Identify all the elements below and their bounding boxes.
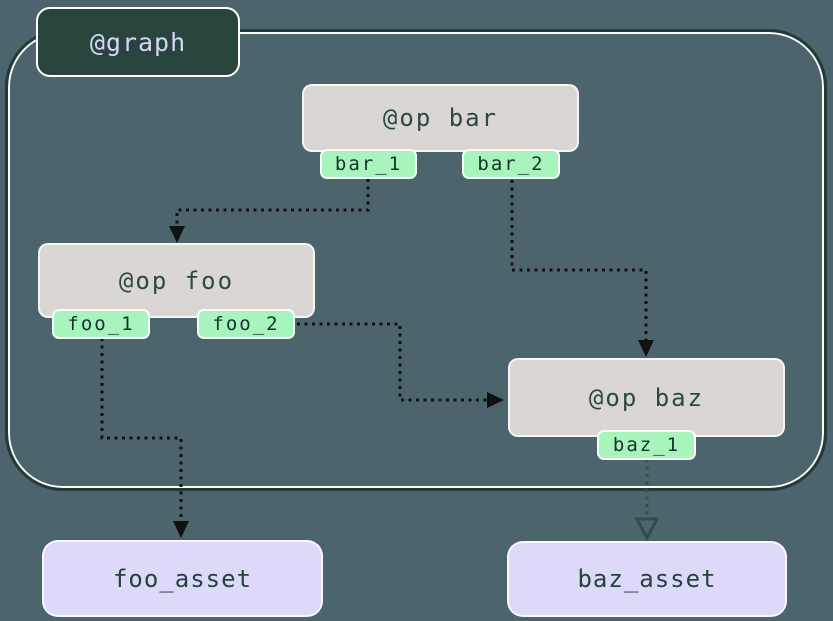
op-bar-label: @op bar <box>382 104 499 132</box>
output-tag-foo-1-label: foo_1 <box>67 313 135 335</box>
op-baz-label: @op baz <box>588 383 705 412</box>
op-node-bar: @op bar <box>302 84 579 152</box>
output-tag-bar-1: bar_1 <box>320 149 417 179</box>
graph-container-border <box>5 29 827 491</box>
op-foo-label: @op foo <box>118 266 235 295</box>
asset-foo-label: foo_asset <box>112 564 253 593</box>
output-tag-baz-1-label: baz_1 <box>612 434 681 456</box>
op-node-foo: @op foo <box>38 243 315 318</box>
output-tag-baz-1: baz_1 <box>597 430 696 460</box>
graph-label-text: @graph <box>89 27 187 57</box>
asset-baz-label: baz_asset <box>577 565 717 593</box>
graph-label: @graph <box>36 7 240 77</box>
output-tag-foo-1: foo_1 <box>52 309 150 339</box>
asset-node-baz-asset: baz_asset <box>507 541 787 617</box>
asset-node-foo-asset: foo_asset <box>42 540 323 617</box>
output-tag-foo-2-label: foo_2 <box>212 313 280 335</box>
output-tag-bar-2-label: bar_2 <box>477 153 545 175</box>
arrowhead-foo-asset <box>173 521 189 538</box>
output-tag-bar-1-label: bar_1 <box>334 153 403 175</box>
output-tag-bar-2: bar_2 <box>462 149 560 179</box>
arrowhead-baz-asset <box>634 517 660 542</box>
op-node-baz: @op baz <box>508 358 785 437</box>
output-tag-foo-2: foo_2 <box>197 309 295 339</box>
